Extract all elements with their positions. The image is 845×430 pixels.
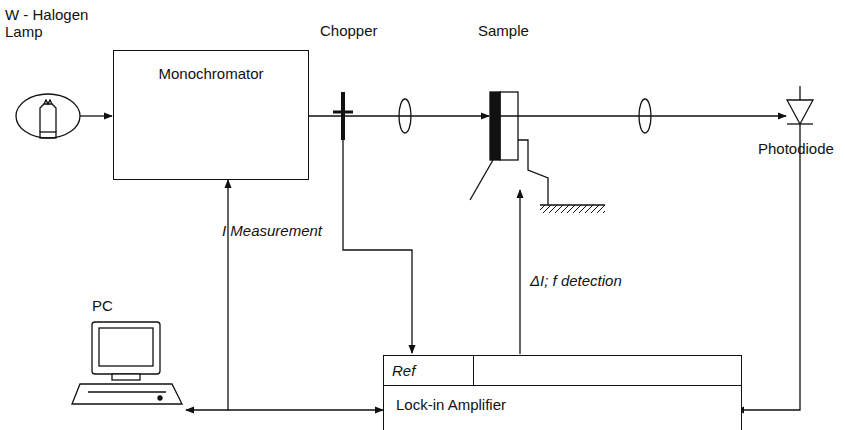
process-box: Monochromator [113,50,309,180]
photodiode-symbol [787,86,813,124]
light-path [80,115,112,116]
pc-icon [72,322,182,404]
signal-wire [519,190,520,354]
part-label: ΔI; f detection [530,272,622,289]
cell-divider [463,356,741,386]
signal-wire [736,124,800,410]
reference-wire [343,140,412,353]
reference-cell: Ref [384,356,474,386]
node-label: Lock-in Amplifier [396,396,741,413]
part-label: Photodiode [758,140,834,157]
lens-symbol [639,99,651,133]
light-path [500,115,786,116]
part-label: W - Halogen Lamp [5,6,105,41]
part-label: I Measurement [222,222,322,239]
lens-symbol [399,99,411,133]
control-connector [228,180,383,410]
part-label: Sample [478,22,529,39]
lamp-symbol [16,94,80,138]
chopper-symbol [333,92,353,140]
part-label: PC [92,297,113,314]
data-bus [186,409,228,410]
part-label: Chopper [320,22,378,39]
instrument-box: Lock-in Amplifier Ref [383,355,742,430]
node-label: Ref [392,362,473,379]
node-label: Monochromator [114,65,308,82]
light-path [342,115,489,116]
sample-symbol [470,92,605,213]
